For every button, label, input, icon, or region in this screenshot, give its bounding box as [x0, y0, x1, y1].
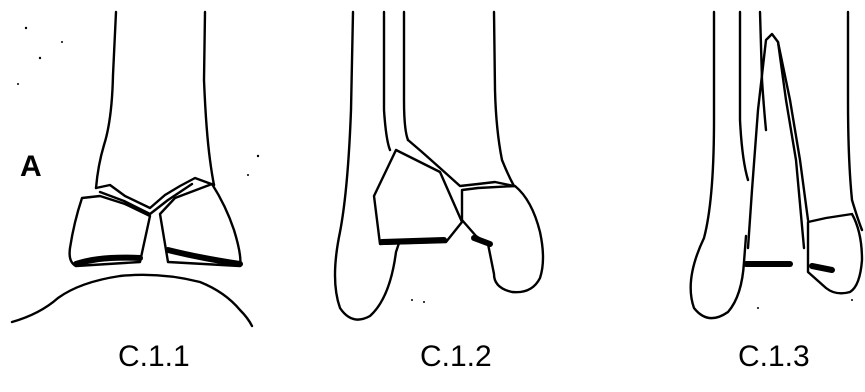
figure-c113-drawing [691, 12, 862, 318]
tibia-shaft-right [204, 12, 214, 185]
panel-marker: A [20, 150, 42, 184]
fracture-spike [748, 34, 804, 248]
caption-c112: C.1.2 [420, 340, 492, 374]
medial-fragment [808, 214, 862, 293]
fracture-line [778, 42, 808, 220]
tibia-right [494, 12, 514, 186]
distal-articular-step [474, 238, 490, 244]
fragment-base [382, 240, 444, 242]
fibula-inner [384, 12, 390, 150]
talus-dome [12, 275, 252, 326]
figure-c112-drawing [335, 12, 543, 320]
tibia-left [404, 12, 408, 140]
fibula-inner [740, 12, 748, 180]
fracture-line [96, 178, 214, 208]
caption-c111: C.1.1 [118, 340, 190, 374]
tibia-right [848, 12, 862, 230]
fibula [691, 12, 746, 318]
figure-c111-drawing [12, 12, 259, 326]
displaced-fragment [374, 150, 462, 244]
fibula [335, 12, 400, 320]
medial-articular [812, 266, 832, 270]
caption-c113: C.1.3 [738, 340, 810, 374]
tibia-shaft [96, 12, 116, 188]
